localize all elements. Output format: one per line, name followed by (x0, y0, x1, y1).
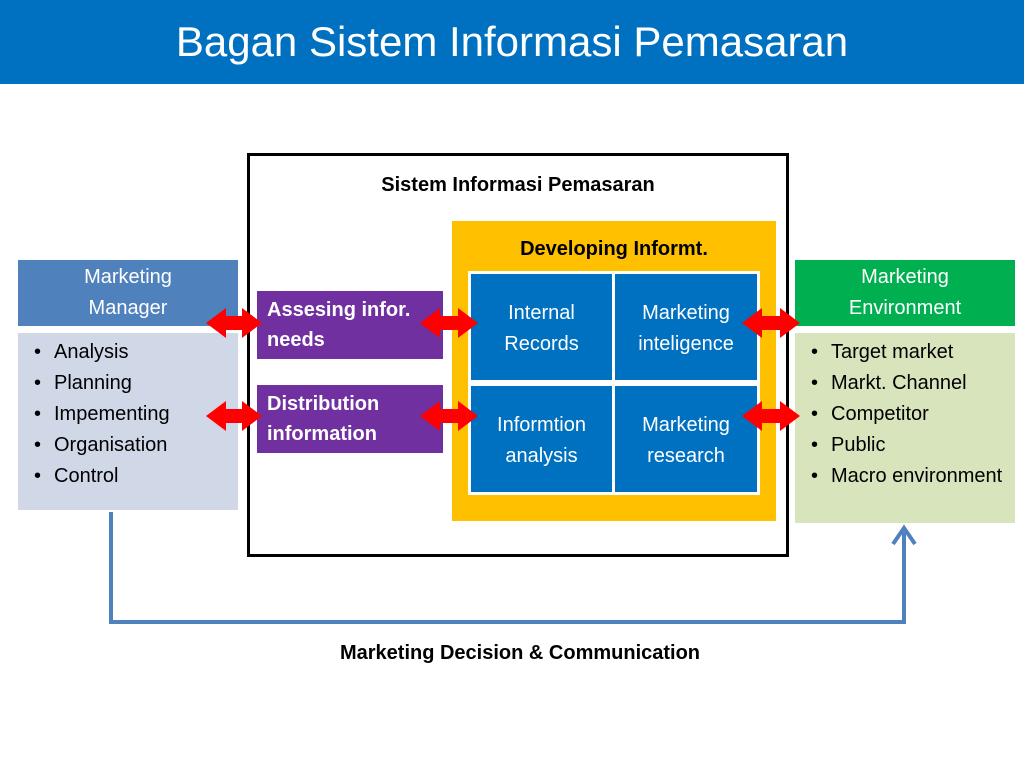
cell-marketing-inteligence: Marketing inteligence (615, 274, 757, 380)
cell-informtion-analysis: Informtion analysis (471, 386, 612, 492)
feedback-arrowhead-icon (891, 524, 917, 546)
cell-text-line: Marketing (642, 414, 730, 436)
list-item: Planning (30, 368, 234, 399)
assessing-line: needs (267, 329, 325, 351)
feedback-line (109, 512, 906, 624)
distribution-line: information (267, 423, 377, 445)
list-item: Macro environment (807, 461, 1011, 492)
distribution-line: Distribution (267, 393, 380, 415)
double-arrow-icon (206, 401, 262, 431)
list-item: Public (807, 430, 1011, 461)
manager-heading-line: Marketing (84, 266, 172, 288)
double-arrow-icon (742, 401, 800, 431)
list-item: Target market (807, 337, 1011, 368)
environment-heading: Marketing Environment (795, 260, 1015, 326)
cell-text-line: inteligence (638, 333, 734, 355)
cell-text-line: analysis (505, 445, 578, 467)
environment-heading-line: Environment (848, 297, 962, 319)
manager-list-box: Analysis Planning Impementing Organisati… (18, 333, 238, 510)
slide-title: Bagan Sistem Informasi Pemasaran (175, 18, 849, 65)
cell-text-line: research (647, 445, 725, 467)
double-arrow-icon (206, 308, 262, 338)
system-label: Sistem Informasi Pemasaran (381, 174, 655, 196)
list-item: Competitor (807, 399, 1011, 430)
cell-text-line: Marketing (642, 302, 730, 324)
cell-text-line: Informtion (497, 414, 586, 436)
manager-heading-line: Manager (88, 297, 168, 319)
assessing-line: Assesing infor. (267, 299, 411, 321)
double-arrow-icon (420, 308, 478, 338)
environment-list-box: Target market Markt. Channel Competitor … (795, 333, 1015, 523)
cell-text-line: Internal (508, 302, 575, 324)
cell-marketing-research: Marketing research (615, 386, 757, 492)
distribution-info-box: Distribution information (257, 385, 443, 453)
list-item: Markt. Channel (807, 368, 1011, 399)
title-bar (0, 0, 1024, 84)
double-arrow-icon (742, 308, 800, 338)
assessing-needs-box: Assesing infor. needs (257, 291, 443, 359)
developing-label: Developing Informt. (520, 238, 708, 260)
list-item: Control (30, 461, 234, 492)
list-item: Analysis (30, 337, 234, 368)
manager-list: Analysis Planning Impementing Organisati… (30, 337, 234, 492)
double-arrow-icon (420, 401, 478, 431)
list-item: Organisation (30, 430, 234, 461)
list-item: Impementing (30, 399, 234, 430)
feedback-label: Marketing Decision & Communication (339, 642, 701, 664)
cell-text-line: Records (504, 333, 579, 355)
environment-heading-line: Marketing (861, 266, 949, 288)
environment-list: Target market Markt. Channel Competitor … (807, 337, 1011, 492)
manager-heading: Marketing Manager (18, 260, 238, 326)
